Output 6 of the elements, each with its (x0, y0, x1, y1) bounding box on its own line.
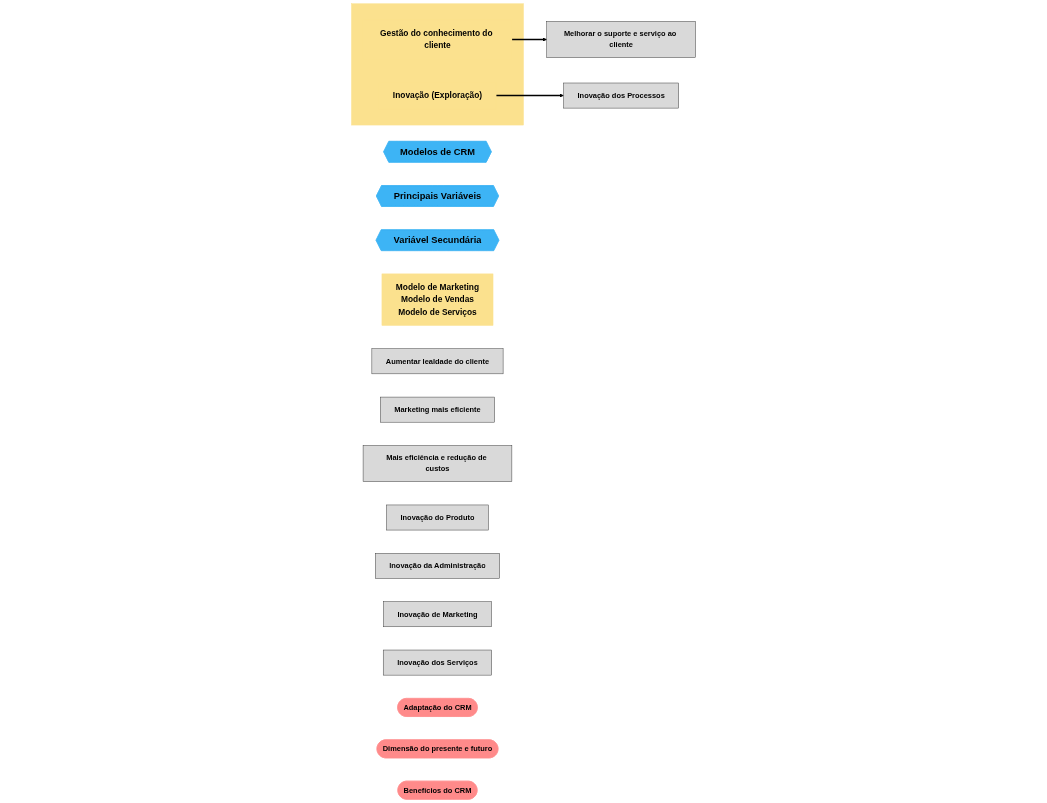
node-box: Modelo de Marketing Modelo de Vendas Modelo de Serviços (381, 273, 494, 326)
node-text: Gestão do conhecimento do cliente (380, 28, 493, 51)
cluster (351, 3, 524, 126)
arrow (511, 37, 547, 42)
arrow (495, 93, 564, 98)
node-text: Inovação (Exploração) (392, 90, 483, 100)
